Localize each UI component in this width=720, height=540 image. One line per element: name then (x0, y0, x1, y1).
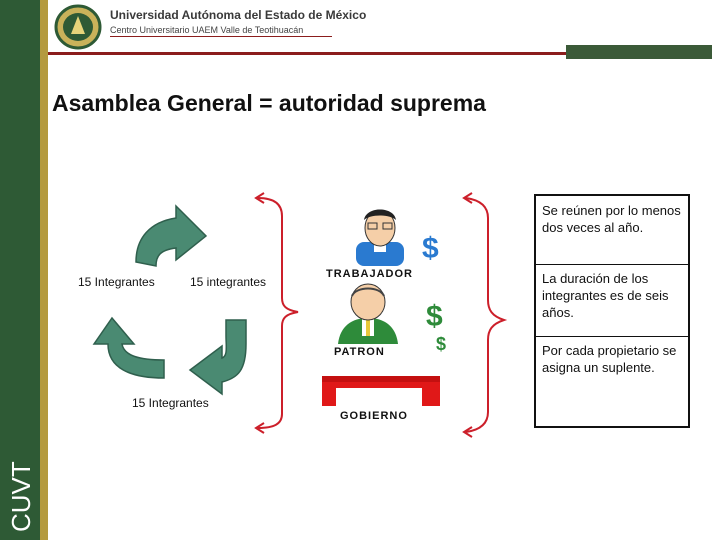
cycle-label-right: 15 integrantes (190, 275, 267, 289)
info-item-duration: La duración de los integrantes es de sei… (542, 271, 669, 320)
slide-title: Asamblea General = autoridad suprema (52, 90, 486, 116)
header-divider (48, 52, 566, 55)
cycle-arrow-left-icon (92, 316, 165, 379)
svg-text:$: $ (422, 232, 439, 265)
government-label: GOBIERNO (340, 410, 408, 422)
cycle-label-left: 15 Integrantes (78, 275, 155, 289)
campus-name: Centro Universitario UAEM Valle de Teoti… (110, 25, 304, 35)
info-divider (536, 336, 688, 337)
cuvt-logo-text: CUVT (6, 461, 36, 532)
info-box: Se reúnen por lo menos dos veces al año.… (534, 194, 690, 428)
cycle-arrow-right-icon (188, 319, 247, 396)
worker-label: TRABAJADOR (326, 268, 413, 280)
employer-figure-icon (338, 283, 398, 344)
right-bracket-icon (462, 192, 508, 438)
info-item-meetings: Se reúnen por lo menos dos veces al año. (542, 203, 681, 235)
worker-figure-icon (356, 209, 404, 266)
dollar-sign-icon: $ (422, 232, 439, 265)
cuvt-logo: CUVT (4, 448, 36, 534)
svg-text:$: $ (426, 300, 443, 333)
university-seal-icon (54, 4, 102, 50)
svg-text:$: $ (436, 334, 446, 354)
dollar-signs-icon: $ $ (426, 300, 446, 354)
university-name: Universidad Autónoma del Estado de Méxic… (110, 8, 367, 22)
header-accent-block (566, 45, 712, 59)
info-divider (536, 264, 688, 265)
cycle-label-bottom: 15 Integrantes (132, 396, 209, 410)
side-bar-gold (40, 0, 48, 540)
side-bar-green (0, 0, 40, 540)
info-item-substitute: Por cada propietario se asigna un suplen… (542, 343, 677, 375)
left-bracket-icon (254, 192, 299, 434)
employer-label: PATRON (334, 346, 385, 358)
government-building-icon (322, 376, 440, 406)
cycle-arrow-top-icon (135, 204, 208, 267)
header-underline (110, 36, 332, 37)
